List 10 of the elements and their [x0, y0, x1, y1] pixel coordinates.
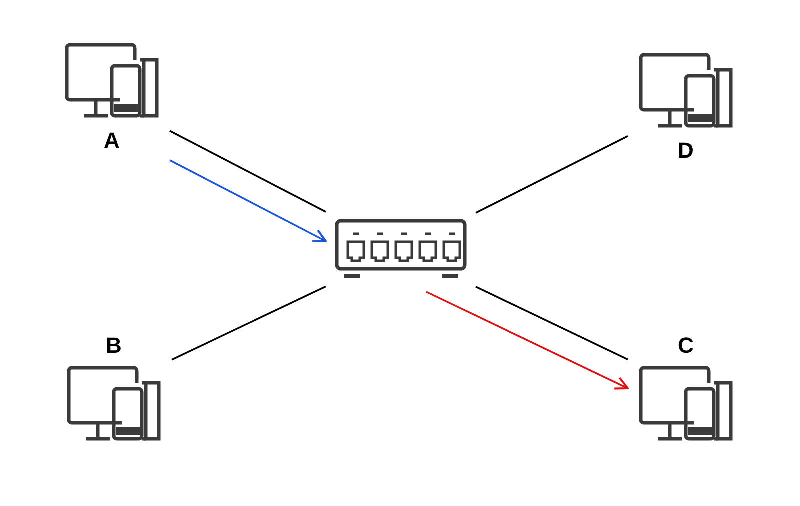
node-label: C [678, 335, 694, 357]
connector-line [172, 286, 326, 361]
node-label: A [104, 130, 120, 152]
arrow [170, 160, 327, 242]
connector-line [170, 130, 326, 213]
connector-line [476, 286, 628, 361]
node-label: D [678, 140, 694, 162]
node-label: B [106, 335, 122, 357]
connector-line [476, 136, 628, 214]
arrow [426, 291, 629, 390]
